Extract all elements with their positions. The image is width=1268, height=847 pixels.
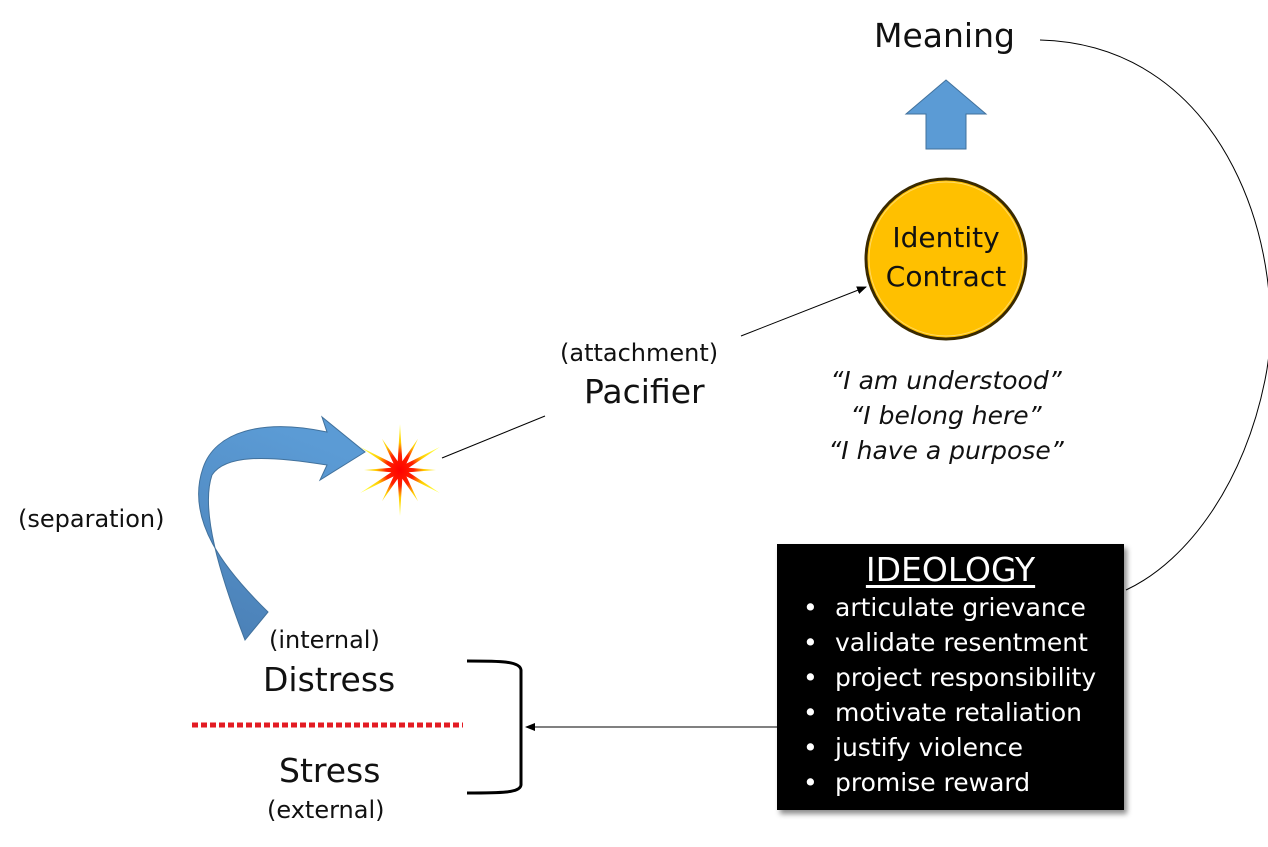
affirmation-purpose: “I have a purpose” [828, 436, 1064, 465]
separation-label: (separation) [18, 505, 165, 533]
affirmation-belong: “I belong here” [850, 401, 1042, 430]
ideology-list: articulate grievancevalidate resentmentp… [777, 590, 1124, 800]
distress-stress-bracket [466, 659, 523, 795]
meaning-label: Meaning [874, 16, 1015, 55]
distress-label: Distress [263, 660, 396, 699]
identity-contract-circle [864, 177, 1028, 341]
ideology-item: promise reward [803, 765, 1124, 800]
ideology-item: articulate grievance [803, 590, 1124, 625]
stress-label: Stress [279, 751, 381, 790]
burst-to-pacifier-line [441, 415, 546, 459]
separation-curved-arrow [198, 415, 366, 641]
feedback-arc [1039, 39, 1268, 591]
ideology-item: justify violence [803, 730, 1124, 765]
affirmations: “I am understood” “I belong here” “I hav… [806, 363, 1086, 468]
stress-qualifier: (external) [267, 796, 385, 824]
ideology-item: project responsibility [803, 660, 1124, 695]
ideology-item: motivate retaliation [803, 695, 1124, 730]
pacifier-qualifier: (attachment) [560, 339, 719, 367]
distress-qualifier: (internal) [269, 626, 380, 654]
pacifier-label: Pacifier [584, 372, 705, 411]
identity-contract-label: Identity Contract [866, 218, 1026, 296]
ideology-item: validate resentment [803, 625, 1124, 660]
ideology-title: IDEOLOGY [865, 550, 1036, 589]
identity-contract-line1: Identity [892, 221, 1000, 254]
identity-contract-line2: Contract [885, 260, 1007, 293]
up-arrow-icon [904, 79, 988, 150]
affirmation-understood: “I am understood” [830, 366, 1062, 395]
ideology-box: IDEOLOGY articulate grievancevalidate re… [777, 544, 1124, 810]
explosion-burst-icon [360, 424, 440, 516]
pacifier-to-identity-arrow [740, 286, 867, 337]
